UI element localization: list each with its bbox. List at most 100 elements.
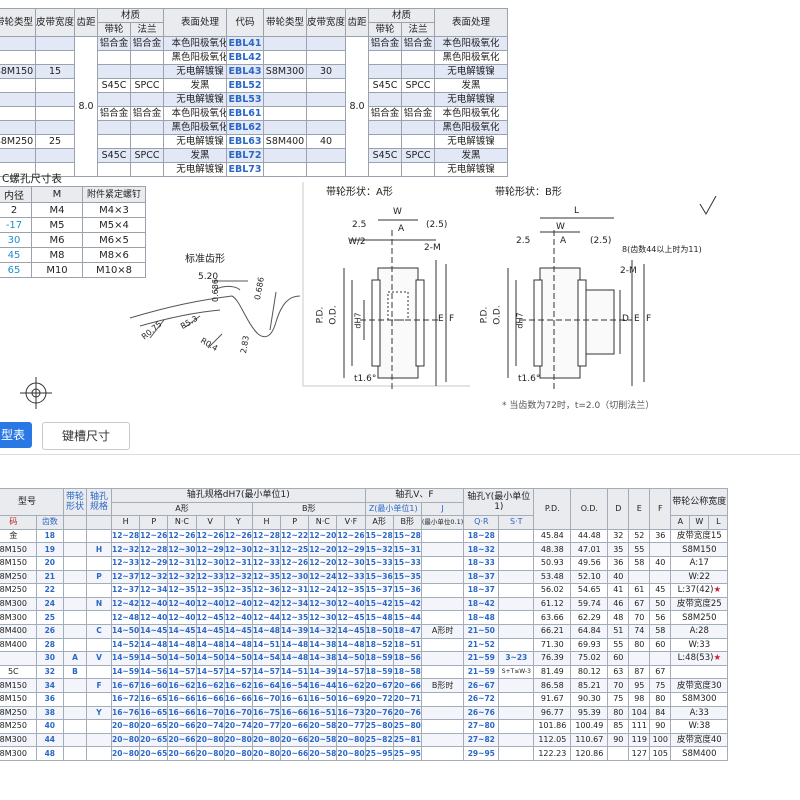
bore-a-cell: 20~65 xyxy=(139,746,169,761)
bore-a-cell: 12~26 xyxy=(195,528,225,544)
od-cell: 64.84 xyxy=(570,623,609,639)
e-cell: 52 xyxy=(628,528,651,544)
f-cell: 84 xyxy=(649,705,672,721)
star-icon: ★ xyxy=(713,585,722,596)
bore-y-st-cell xyxy=(498,583,535,598)
a-dim-e: E xyxy=(438,314,444,324)
shape-cell xyxy=(63,542,87,557)
col-pulley-type: 带轮类型 xyxy=(0,8,36,37)
shape-cell xyxy=(63,719,87,734)
col-shape: 带轮形状 xyxy=(63,487,87,517)
col-w-w: W xyxy=(689,515,710,530)
bore-spec-cell: H xyxy=(86,542,112,557)
bore-z-cell: 25~95 xyxy=(392,746,422,761)
model-label-cell: 8M250 xyxy=(0,569,37,585)
od-cell: 47.01 xyxy=(570,542,609,557)
f-cell xyxy=(649,569,672,585)
bore-b-cell: 12~20 xyxy=(308,528,338,544)
d-cell: 36 xyxy=(607,555,630,571)
col-b-nc: N·C xyxy=(308,515,338,530)
shape-cell xyxy=(63,569,87,585)
col-d: D xyxy=(607,488,630,530)
bore-y-qr-cell: 18~32 xyxy=(463,542,500,557)
bore-a-cell: 16~72 xyxy=(110,691,141,707)
a-shape-title: 带轮形状：A形 xyxy=(326,187,393,198)
bore-y-qr-cell: 21~52 xyxy=(463,637,500,653)
a-dim-w: W xyxy=(393,207,402,217)
bore-b-cell: 20~80 xyxy=(336,746,366,761)
bore-z-cell: 18~47 xyxy=(392,623,422,639)
bore-spec-cell xyxy=(86,732,112,748)
bore-a-cell: 12~40 xyxy=(223,596,253,612)
col-f: F xyxy=(649,488,672,530)
bore-b-cell: 12~30 xyxy=(336,555,366,571)
bore-y-st-note: S+T≤W-3 xyxy=(498,664,535,680)
od-cell: 52.10 xyxy=(570,569,609,585)
code-cell: EBL73 xyxy=(226,162,264,177)
shape-cell xyxy=(63,705,87,721)
teeth-cell: 30 xyxy=(35,651,65,666)
bore-z-cell: 15~48 xyxy=(364,610,394,625)
col-m: M xyxy=(31,186,83,203)
od-cell: 75.02 xyxy=(570,651,609,666)
bore-b-cell: 16~75 xyxy=(251,705,282,721)
e-cell: 119 xyxy=(628,732,651,748)
bore-a-cell: 12~26 xyxy=(139,528,169,544)
model-label-cell: 8M300 xyxy=(0,746,37,761)
tab-type-table[interactable]: 型表 xyxy=(0,422,32,448)
b-dim-pd: P.D. xyxy=(479,306,490,324)
col-b-vf: V·F xyxy=(336,515,366,530)
bore-z-cell: 20~72 xyxy=(364,691,394,707)
bore-z-cell: 18~51 xyxy=(392,637,422,653)
bore-a-cell: 12~40 xyxy=(139,610,169,625)
bore-y-st-cell xyxy=(498,623,535,639)
bore-b-cell: 14~38 xyxy=(308,637,338,653)
shape-cell: A xyxy=(63,651,87,666)
bore-y-qr-cell: 18~37 xyxy=(463,583,500,598)
a-dim-f: F xyxy=(449,314,455,324)
bore-a-cell: 12~26 xyxy=(223,528,253,544)
teeth-cell: 28 xyxy=(35,637,65,653)
f-cell xyxy=(649,542,672,557)
tab-keyway-size[interactable]: 键槽尺寸 xyxy=(42,422,130,450)
bore-a-cell: 20~66 xyxy=(167,746,197,761)
f-cell: 40 xyxy=(649,555,672,571)
bore-j-cell xyxy=(420,637,465,653)
bore-z-cell: 18~59 xyxy=(364,664,394,680)
bore-a-cell: 12~32 xyxy=(139,569,169,585)
bore-y-st-cell xyxy=(498,705,535,721)
bore-b-cell: 12~24 xyxy=(308,569,338,585)
tooth-dim-pitch: 5.20 xyxy=(198,272,219,282)
bore-b-cell: 16~44 xyxy=(308,678,338,693)
pd-cell: 48.38 xyxy=(533,542,572,557)
width-group-cell: W:22 xyxy=(670,569,729,585)
shape-cell xyxy=(63,583,87,598)
width-group-cell: S8M400 xyxy=(670,746,729,761)
shape-cell xyxy=(63,596,87,612)
col-a-p: P xyxy=(139,515,169,530)
e-cell: 87 xyxy=(628,664,651,680)
bore-z-cell: 25~81 xyxy=(392,732,422,748)
bore-spec-cell xyxy=(86,555,112,571)
bore-a-cell: 12~31 xyxy=(167,555,197,571)
bore-b-cell: 12~34 xyxy=(280,596,310,612)
bore-z-cell: 15~42 xyxy=(392,596,422,612)
bore-b-cell: 20~80 xyxy=(251,732,282,748)
width-group-cell: S8M150 xyxy=(670,542,729,557)
teeth-cell: 36 xyxy=(35,691,65,707)
spec-row: 黑色阳极氧化 xyxy=(0,120,238,135)
bore-a-cell: 16~66 xyxy=(167,705,197,721)
bore-a-cell: 20~80 xyxy=(223,746,253,761)
bore-a-cell: 20~65 xyxy=(139,732,169,748)
b-shape-title: 带轮形状：B形 xyxy=(495,187,562,198)
bore-b-cell: 14~51 xyxy=(251,637,282,653)
screw-table-title: C螺孔尺寸表 xyxy=(2,173,62,185)
od-cell: 85.21 xyxy=(570,678,609,693)
tooth-dim-depth: 0.686 xyxy=(210,279,220,302)
bore-a-cell: 16~66 xyxy=(223,691,253,707)
bore-a-cell: 12~30 xyxy=(195,555,225,571)
bore-b-cell: 20~80 xyxy=(251,746,282,761)
bore-z-cell: 25~80 xyxy=(364,719,394,734)
bore-y-qr-cell: 29~95 xyxy=(463,746,500,761)
